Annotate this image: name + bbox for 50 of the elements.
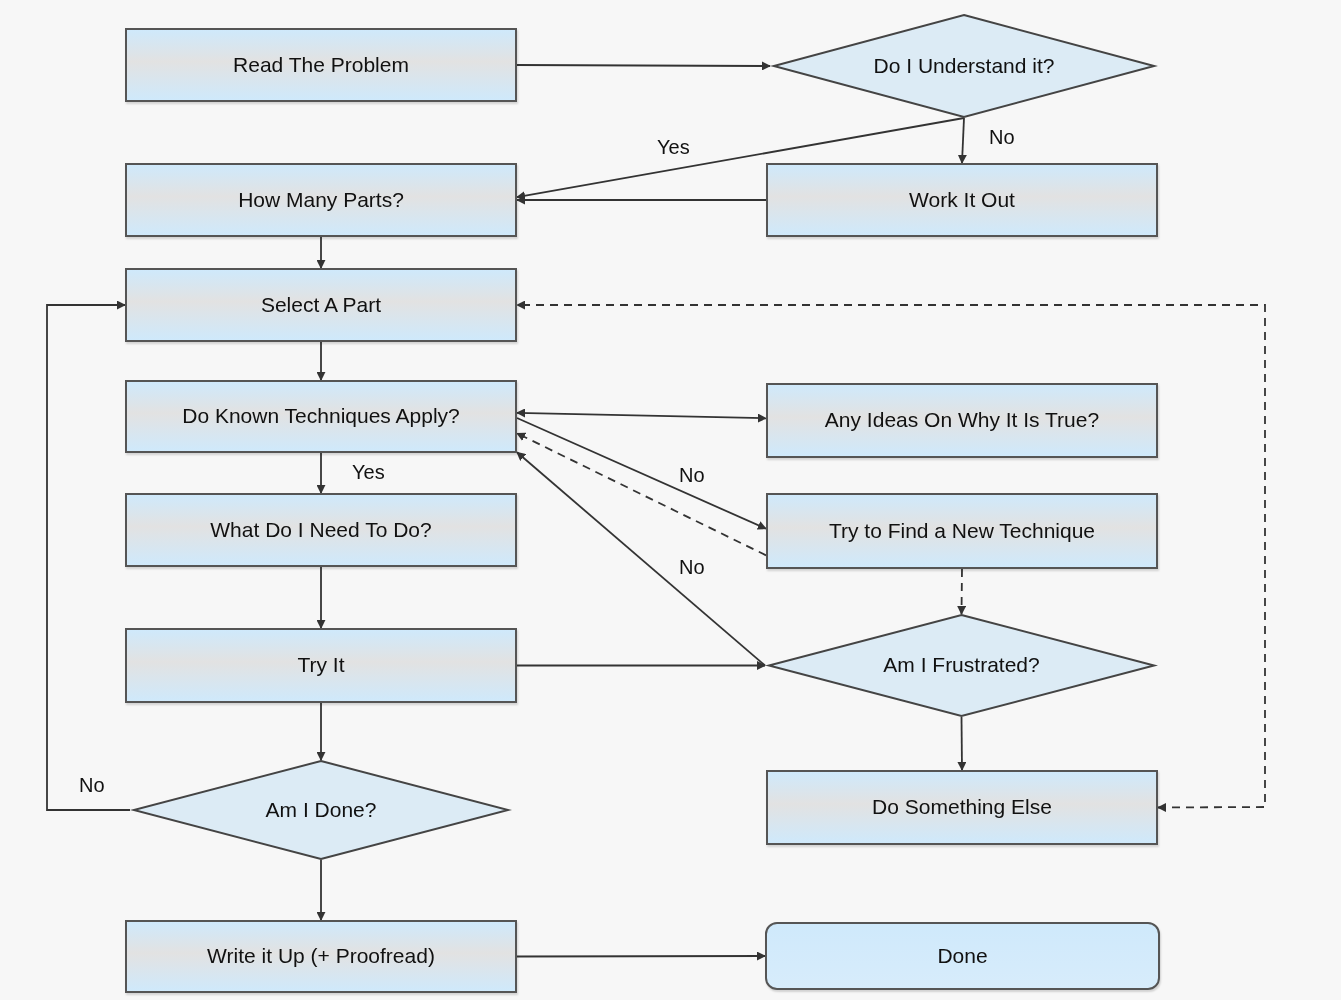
process-box — [766, 770, 1158, 845]
arrow — [516, 417, 767, 530]
step-label: Read The Problem — [233, 51, 409, 78]
arrow — [516, 661, 766, 670]
arrow — [516, 61, 771, 71]
step-label: Select A Part — [260, 291, 382, 318]
step-label: Am I Done? — [265, 796, 377, 823]
step-label: Done — [937, 942, 988, 969]
arrow — [316, 341, 326, 381]
arrow — [316, 566, 326, 629]
arrow — [957, 117, 967, 164]
arrow — [957, 716, 967, 771]
arrow — [516, 951, 766, 961]
process-box — [125, 628, 517, 703]
arrow — [316, 859, 326, 921]
step-label: Try It — [297, 652, 345, 679]
process-box — [125, 268, 517, 342]
arrow — [516, 300, 1266, 812]
step-label: Any Ideas On Why It Is True? — [824, 407, 1100, 434]
step-label: How Many Parts? — [238, 186, 404, 213]
arrow — [516, 408, 767, 423]
process-box — [125, 493, 517, 567]
step-label: Do Known Techniques Apply? — [182, 403, 460, 430]
step-label: Work It Out — [909, 186, 1015, 213]
process-box — [766, 383, 1158, 458]
step-label: Am I Frustrated? — [883, 652, 1040, 679]
process-box — [125, 920, 517, 993]
arrow — [516, 195, 767, 205]
process-box — [125, 163, 517, 237]
step-label: Do I Understand it? — [873, 52, 1055, 79]
arrow — [957, 568, 967, 615]
process-box — [766, 493, 1158, 569]
step-label: Do Something Else — [872, 794, 1052, 821]
decision-diamond — [765, 614, 1158, 717]
decision-diamond — [770, 14, 1158, 118]
step-label: What Do I Need To Do? — [210, 516, 432, 543]
decision-diamond — [130, 760, 512, 860]
arrow — [316, 236, 326, 269]
arrow — [46, 300, 131, 811]
arrow — [316, 452, 326, 494]
terminal-box — [765, 922, 1160, 990]
arrow — [516, 117, 965, 201]
process-box — [125, 380, 517, 453]
step-label: Write it Up (+ Proofread) — [207, 943, 435, 970]
step-label: Try to Find a New Technique — [828, 517, 1096, 544]
arrow — [316, 702, 326, 761]
process-box — [125, 28, 517, 102]
process-box — [766, 163, 1158, 237]
arrow — [516, 451, 766, 667]
arrow — [516, 432, 767, 557]
